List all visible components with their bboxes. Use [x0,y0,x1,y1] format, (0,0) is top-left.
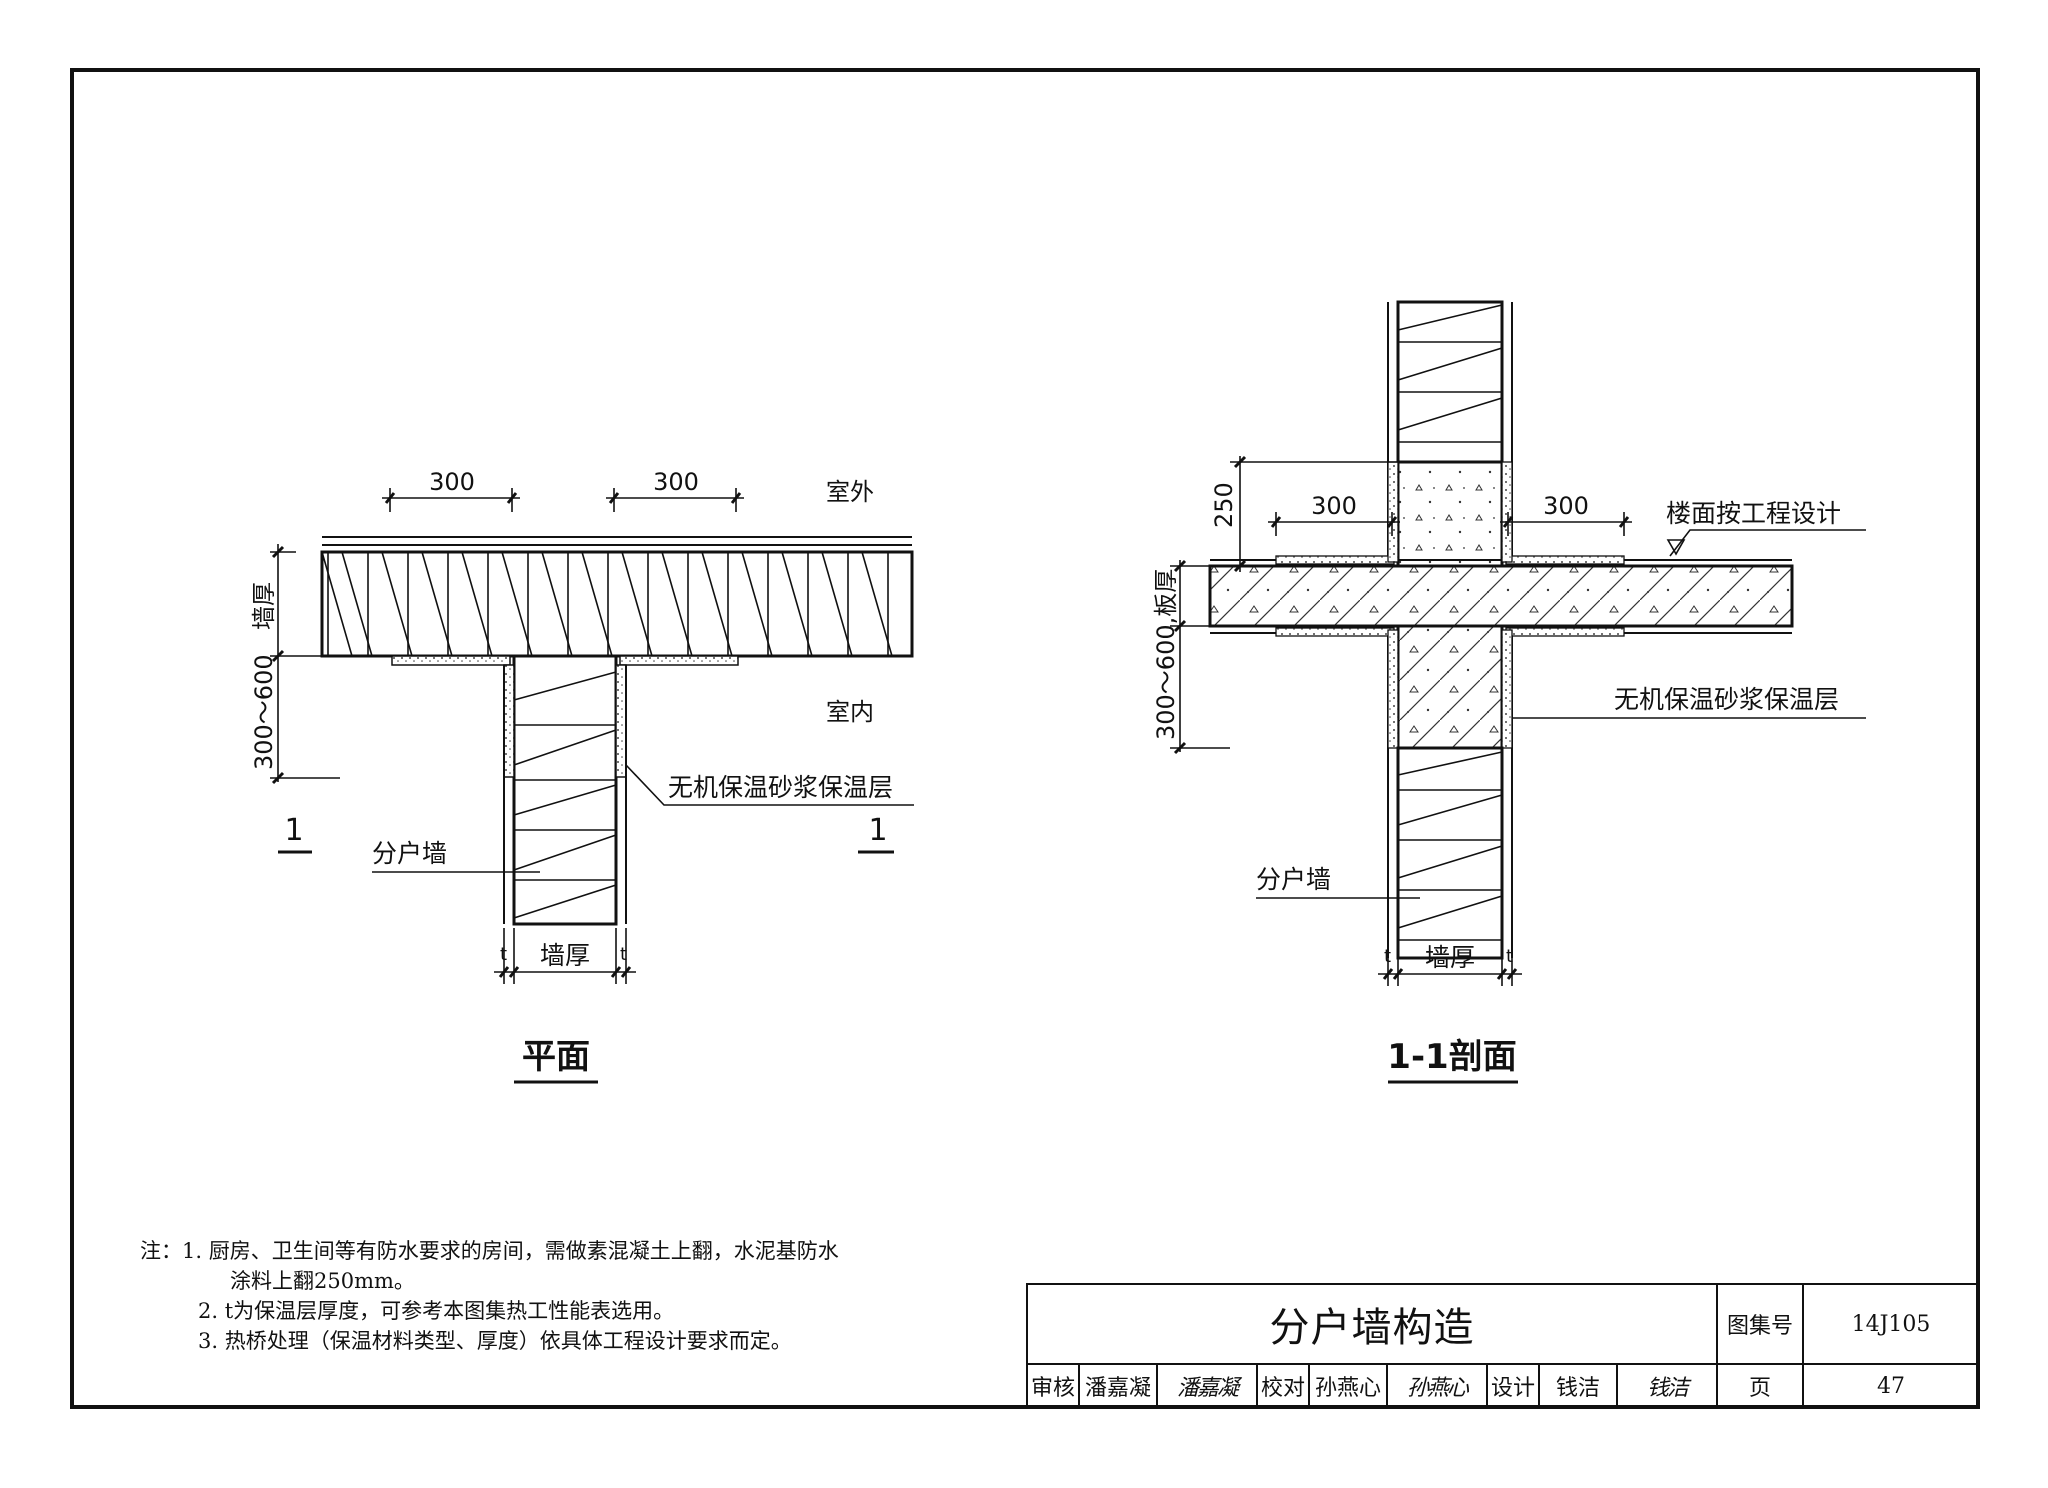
designer-name: 钱洁 [1538,1363,1618,1409]
section-concrete-upturn [1396,460,1504,568]
atlas-label: 图集号 [1716,1283,1804,1365]
check-label: 校对 [1256,1363,1310,1409]
plan-dim-right: 300 [653,468,699,496]
note-3: 3. 热桥处理（保温材料类型、厚度）依具体工程设计要求而定。 [198,1329,792,1353]
plan-t-mark-left: t [500,944,507,965]
design-label: 设计 [1486,1363,1540,1409]
plan-range: 300～600 [250,654,278,770]
plan-outer-wall [320,550,914,658]
atlas-number: 14J105 [1802,1283,1980,1365]
section-party-wall-label: 分户墙 [1256,865,1331,894]
note-2: 2. t为保温层厚度，可参考本图集热工性能表选用。 [198,1299,675,1323]
section-lower-wall [1396,746,1504,960]
section-lower-concrete [1396,624,1504,750]
designer-signature: 钱洁 [1616,1363,1718,1409]
plan-outside-label: 室外 [826,478,874,506]
checker-name: 孙燕心 [1308,1363,1388,1409]
note-1a: 1. 厨房、卫生间等有防水要求的房间，需做素混凝土上翻，水泥基防水 [182,1239,839,1263]
note-1b: 涂料上翻250mm。 [230,1269,415,1293]
plan-party-wall-label: 分户墙 [372,839,447,868]
sheet-border [70,68,1980,1409]
plan-section-mark-left: 1 [284,813,303,848]
plan-section-mark-right: 1 [868,813,887,848]
section-view: 300 300 250 300～600,板厚 楼面按工程设计 无机保温砂浆保温层 [1152,300,1866,1084]
checker-signature: 孙燕心 [1386,1363,1488,1409]
plan-view: 300 300 室外 室内 墙厚 300～600 无机保温砂浆保温层 分户墙 1… [250,468,914,1084]
section-upper-wall [1396,300,1504,464]
section-t-mark-left: t [1384,946,1391,967]
page-number: 47 [1802,1363,1980,1409]
plan-insulation-right [619,655,739,666]
title-block-title: 分户墙构造 [1026,1283,1718,1365]
plan-dim-left: 300 [429,468,475,496]
plan-insulation-label: 无机保温砂浆保温层 [668,773,893,802]
section-floor-label: 楼面按工程设计 [1666,499,1841,528]
section-caption: 1-1剖面 [1387,1037,1516,1077]
plan-t-mark-right: t [620,944,627,965]
notes: 注：1. 厨房、卫生间等有防水要求的房间，需做素混凝土上翻，水泥基防水 涂料上翻… [140,1236,839,1356]
plan-insulation-left [391,655,511,666]
reviewer-name: 潘嘉凝 [1078,1363,1158,1409]
plan-bottom-wall-thickness: 墙厚 [540,941,590,970]
plan-inside-label: 室内 [826,698,874,726]
section-dim-left: 300 [1311,492,1357,520]
section-insulation-label: 无机保温砂浆保温层 [1614,685,1839,714]
title-block: 分户墙构造 图集号 14J105 审核 潘嘉凝 潘嘉凝 校对 孙燕心 孙燕心 设… [1026,1283,1980,1409]
reviewer-signature: 潘嘉凝 [1156,1363,1258,1409]
notes-prefix: 注： [140,1239,182,1263]
plan-caption: 平面 [522,1037,590,1077]
review-label: 审核 [1026,1363,1080,1409]
section-dim-250: 250 [1210,482,1238,528]
page-label: 页 [1716,1363,1804,1409]
section-t-mark-right: t [1506,946,1513,967]
plan-wall-thickness: 墙厚 [250,582,278,630]
section-slab [1208,564,1794,628]
section-bottom-wall-thickness: 墙厚 [1425,943,1475,972]
section-slab-thickness: 300～600,板厚 [1152,569,1180,740]
section-dim-right: 300 [1543,492,1589,520]
